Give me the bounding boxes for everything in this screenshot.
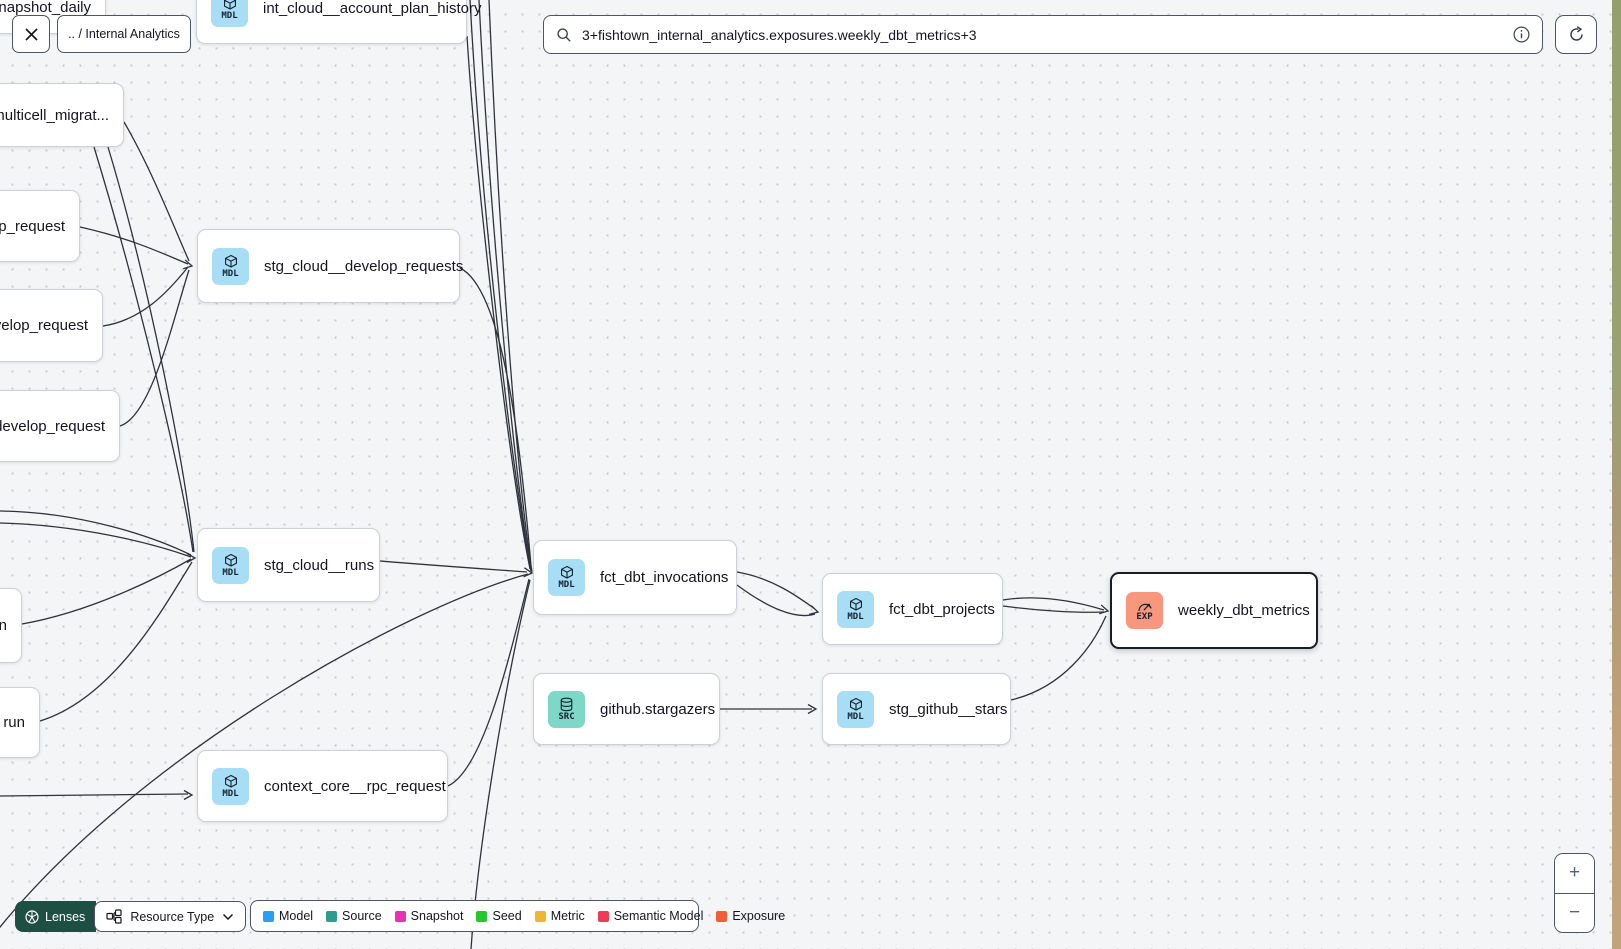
node-velop_request[interactable]: velop_request [0, 289, 103, 362]
node-n_partial[interactable]: n [0, 588, 22, 663]
node-label: stg_github__stars [889, 700, 1008, 718]
node-label: n [0, 617, 7, 634]
close-icon [24, 27, 38, 41]
node-develop_request[interactable]: develop_request [0, 390, 120, 462]
legend-swatch [597, 910, 609, 922]
zoom-controls: + − [1554, 853, 1595, 933]
node-fct_dbt_invocations[interactable]: MDL fct_dbt_invocations [533, 540, 737, 615]
node-multicell_migrat[interactable]: multicell_migrat... [0, 83, 124, 147]
zoom-out-button[interactable]: − [1555, 893, 1594, 932]
close-button[interactable] [12, 15, 50, 53]
legend-label: Exposure [732, 909, 786, 923]
node-run_partial[interactable]: run [0, 687, 40, 758]
node-label: develop_request [0, 417, 105, 435]
legend-item-source: Source [326, 909, 382, 923]
cube-icon: MDL [212, 767, 249, 805]
zoom-divider [1555, 892, 1594, 894]
legend-item-semantic-model: Semantic Model [597, 909, 704, 923]
node-label: int_cloud__account_plan_history [263, 0, 482, 17]
search-bar[interactable] [543, 15, 1543, 54]
node-label: stg_cloud__develop_requests [264, 257, 464, 275]
breadcrumb-label: .. / Internal Analytics [68, 27, 180, 41]
legend-swatch [263, 910, 274, 922]
refresh-button[interactable] [1555, 15, 1597, 54]
node-label: fct_dbt_projects [889, 600, 995, 618]
legend-item-model: Model [263, 909, 313, 923]
node-int_cloud__account_plan_history[interactable]: MDL int_cloud__account_plan_history [196, 0, 482, 44]
legend-swatch [716, 910, 728, 922]
zoom-in-button[interactable]: + [1555, 854, 1594, 893]
refresh-icon [1569, 26, 1583, 41]
cube-icon: MDL [212, 546, 249, 584]
cube-icon: MDL [212, 247, 249, 285]
cube-icon: MDL [837, 590, 874, 628]
lenses-label: Lenses [45, 909, 86, 924]
node-label: weekly_dbt_metrics [1178, 602, 1310, 619]
legend-label: Semantic Model [613, 909, 704, 923]
cube-icon: MDL [211, 0, 248, 27]
node-context_core__rpc_request[interactable]: MDL context_core__rpc_request [197, 750, 448, 822]
node-weekly_dbt_metrics[interactable]: EXP weekly_dbt_metrics [1110, 572, 1318, 649]
node-stg_cloud__runs[interactable]: MDL stg_cloud__runs [197, 528, 380, 602]
node-op_request[interactable]: op_request [0, 190, 80, 262]
node-label: fct_dbt_invocations [600, 569, 729, 586]
legend-label: Source [342, 909, 382, 923]
node-label: velop_request [0, 317, 88, 334]
node-label: multicell_migrat... [0, 106, 109, 124]
desktop-wallpaper-strip [1612, 0, 1621, 949]
search-icon [557, 27, 571, 42]
node-stg_cloud__develop_requests[interactable]: MDL stg_cloud__develop_requests [197, 229, 464, 303]
gauge-icon: EXP [1126, 592, 1163, 629]
search-input[interactable] [582, 26, 1503, 43]
lenses-button[interactable]: Lenses [15, 901, 97, 932]
node-github.stargazers[interactable]: SRC github.stargazers [533, 673, 720, 745]
node-label: stg_cloud__runs [264, 556, 375, 574]
cube-icon: MDL [548, 559, 585, 596]
legend-label: Metric [550, 909, 585, 923]
lenses-group: Lenses Resource Type [15, 901, 247, 932]
legend-item-exposure: Exposure [716, 909, 785, 923]
resource-type-button[interactable]: Resource Type [94, 901, 247, 932]
legend-swatch [476, 910, 488, 922]
node-label: op_request [0, 217, 65, 235]
node-fct_dbt_projects[interactable]: MDL fct_dbt_projects [822, 573, 1003, 645]
node-stg_github__stars[interactable]: MDL stg_github__stars [822, 673, 1011, 745]
breadcrumb[interactable]: .. / Internal Analytics [57, 15, 191, 53]
legend-swatch [534, 910, 546, 922]
lenses-icon [25, 909, 39, 924]
node-label: run [3, 714, 25, 731]
node-label: snapshot_daily [0, 0, 91, 16]
legend-item-snapshot: Snapshot [394, 909, 464, 923]
chevron-down-icon [223, 913, 234, 920]
legend-label: Seed [492, 909, 522, 923]
resource-type-legend: Model Source Snapshot Seed Metric Semantic Mo… [250, 900, 785, 932]
legend-swatch [326, 910, 338, 922]
database-icon: SRC [548, 690, 585, 728]
legend-label: Model [279, 909, 314, 923]
resource-type-icon [106, 909, 122, 924]
legend-item-metric: Metric [534, 909, 585, 923]
info-icon[interactable] [1513, 26, 1530, 43]
legend-swatch [394, 910, 406, 922]
cube-icon: MDL [837, 690, 874, 728]
legend-item-seed: Seed [476, 909, 522, 923]
node-label: github.stargazers [600, 700, 716, 718]
legend-label: Snapshot [410, 909, 464, 923]
resource-type-label: Resource Type [130, 909, 215, 924]
node-label: context_core__rpc_request [264, 777, 446, 795]
